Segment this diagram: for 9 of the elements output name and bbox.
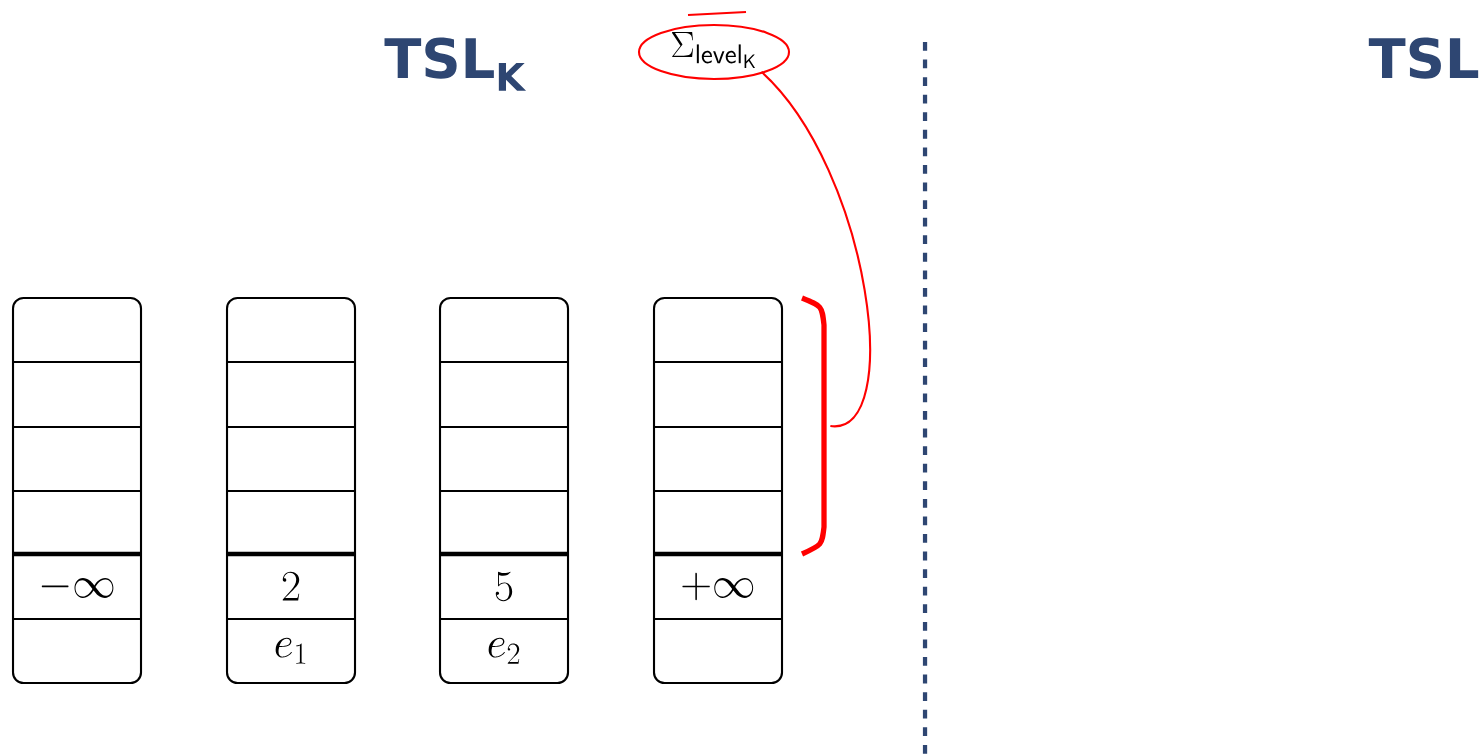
tower-box: $-\infty$ (11, 296, 143, 685)
heading: TSL (1368, 37, 1479, 79)
curly-bracket (800, 295, 827, 557)
circled-annotation: $\Sigma_{\mathsf{level}_{\mathsf{K}}}$ (637, 10, 791, 81)
tower-box: $2$ $e_1$ (225, 296, 357, 685)
heading: TSL$_{K}$ (384, 37, 527, 91)
tower-box: $+\infty$ (652, 296, 784, 685)
leader-line (760, 71, 871, 428)
tower-box: $5$ $e_2$ (438, 296, 570, 685)
